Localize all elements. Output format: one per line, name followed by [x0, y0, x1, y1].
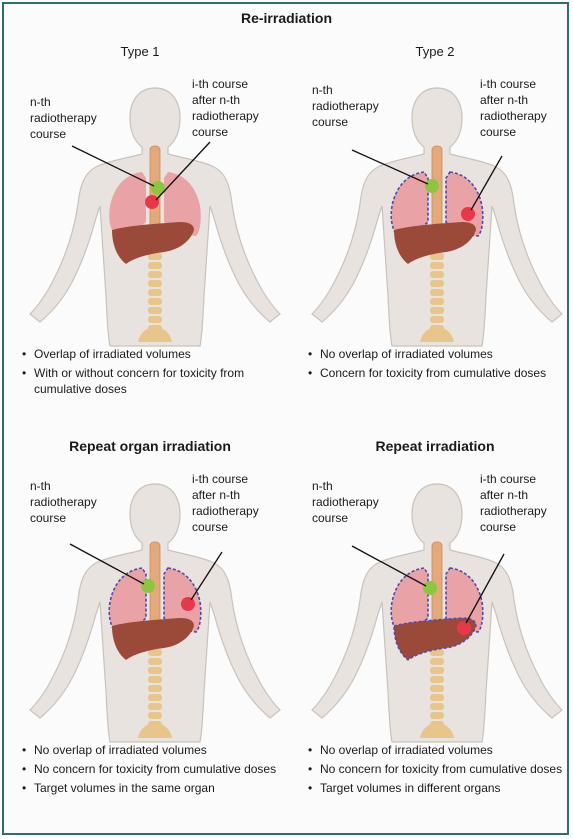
- label-nth-course: n-th radiotherapy course: [312, 478, 379, 526]
- label-ith-course: i-th course after n-th radiotherapy cour…: [480, 471, 547, 535]
- bullet-item: Overlap of irradiated volumes: [22, 346, 270, 362]
- vertebra: [148, 667, 162, 674]
- target-green-nth: [141, 579, 155, 593]
- vertebra: [148, 298, 162, 305]
- bullet-item: Target volumes in the same organ: [22, 780, 282, 796]
- vertebra: [430, 703, 444, 710]
- bullet-item: No concern for toxicity from cumulative …: [22, 761, 282, 777]
- bullet-item: No concern for toxicity from cumulative …: [308, 761, 564, 777]
- vertebra: [430, 658, 444, 665]
- vertebra: [430, 271, 444, 278]
- vertebra: [430, 712, 444, 719]
- bullet-list: No overlap of irradiated volumes Concern…: [308, 346, 558, 384]
- vertebra: [148, 676, 162, 683]
- vertebra: [430, 685, 444, 692]
- target-red-ith: [181, 597, 195, 611]
- label-nth-course: n-th radiotherapy course: [30, 94, 97, 142]
- vertebra: [148, 703, 162, 710]
- vertebra: [430, 262, 444, 269]
- bullet-item: With or without concern for toxicity fro…: [22, 365, 270, 397]
- vertebra: [148, 289, 162, 296]
- bullet-item: No overlap of irradiated volumes: [308, 346, 558, 362]
- vertebra: [148, 712, 162, 719]
- target-red-ith: [457, 621, 471, 635]
- vertebra: [148, 685, 162, 692]
- target-green-nth: [423, 581, 437, 595]
- vertebra: [148, 316, 162, 323]
- vertebra: [430, 307, 444, 314]
- panel-subtitle: Repeat irradiation: [300, 438, 570, 454]
- target-red-ith: [145, 195, 159, 209]
- vertebra: [430, 280, 444, 287]
- vertebra: [148, 262, 162, 269]
- vertebra: [148, 271, 162, 278]
- vertebra: [430, 316, 444, 323]
- vertebra: [148, 694, 162, 701]
- vertebra: [430, 667, 444, 674]
- bullet-item: No overlap of irradiated volumes: [308, 742, 564, 758]
- target-red-ith: [461, 207, 475, 221]
- main-heading: Re-irradiation: [0, 10, 573, 26]
- bullet-list: No overlap of irradiated volumes No conc…: [22, 742, 282, 799]
- vertebra: [430, 298, 444, 305]
- vertebra: [148, 280, 162, 287]
- label-ith-course: i-th course after n-th radiotherapy cour…: [192, 76, 259, 140]
- vertebra: [148, 307, 162, 314]
- bullet-list: No overlap of irradiated volumes No conc…: [308, 742, 564, 799]
- label-nth-course: n-th radiotherapy course: [312, 82, 379, 130]
- vertebra: [430, 676, 444, 683]
- bullet-item: Concern for toxicity from cumulative dos…: [308, 365, 558, 381]
- label-ith-course: i-th course after n-th radiotherapy cour…: [480, 76, 547, 140]
- bullet-item: No overlap of irradiated volumes: [22, 742, 282, 758]
- vertebra: [148, 658, 162, 665]
- panel-subtitle: Type 2: [395, 44, 475, 59]
- label-ith-course: i-th course after n-th radiotherapy cour…: [192, 471, 259, 535]
- bullet-item: Target volumes in different organs: [308, 780, 564, 796]
- label-nth-course: n-th radiotherapy course: [30, 478, 97, 526]
- panel-subtitle: Type 1: [100, 44, 180, 59]
- panel-subtitle: Repeat organ irradiation: [15, 438, 285, 454]
- target-green-nth: [425, 179, 439, 193]
- vertebra: [430, 289, 444, 296]
- vertebra: [430, 694, 444, 701]
- bullet-list: Overlap of irradiated volumes With or wi…: [22, 346, 270, 400]
